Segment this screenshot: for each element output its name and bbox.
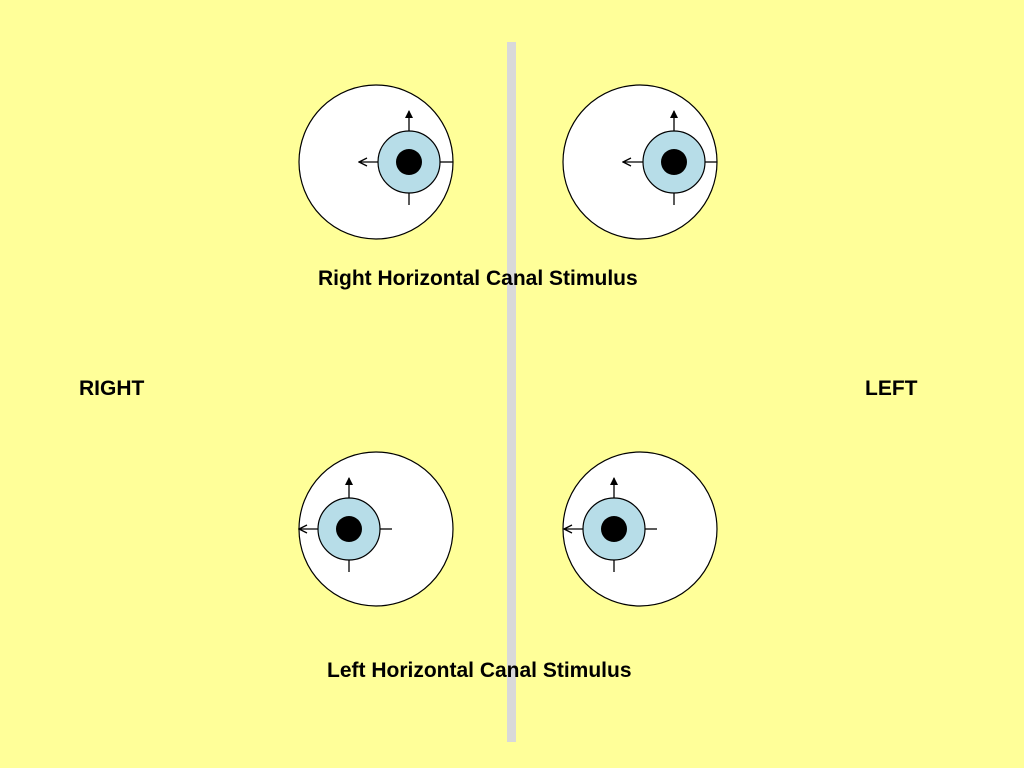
- right-side-label: RIGHT: [79, 377, 145, 400]
- eye-top-left-side: [562, 84, 718, 240]
- pupil: [336, 516, 362, 542]
- eye-bottom-left-side: [562, 451, 718, 607]
- left-canal-stimulus-caption: Left Horizontal Canal Stimulus: [327, 659, 632, 682]
- pupil: [601, 516, 627, 542]
- eye-top-right-side: [298, 84, 454, 240]
- midline-divider: [507, 42, 516, 742]
- left-side-label: LEFT: [865, 377, 918, 400]
- pupil: [396, 149, 422, 175]
- eye-bottom-right-side: [299, 451, 454, 607]
- right-canal-stimulus-caption: Right Horizontal Canal Stimulus: [318, 267, 638, 290]
- pupil: [661, 149, 687, 175]
